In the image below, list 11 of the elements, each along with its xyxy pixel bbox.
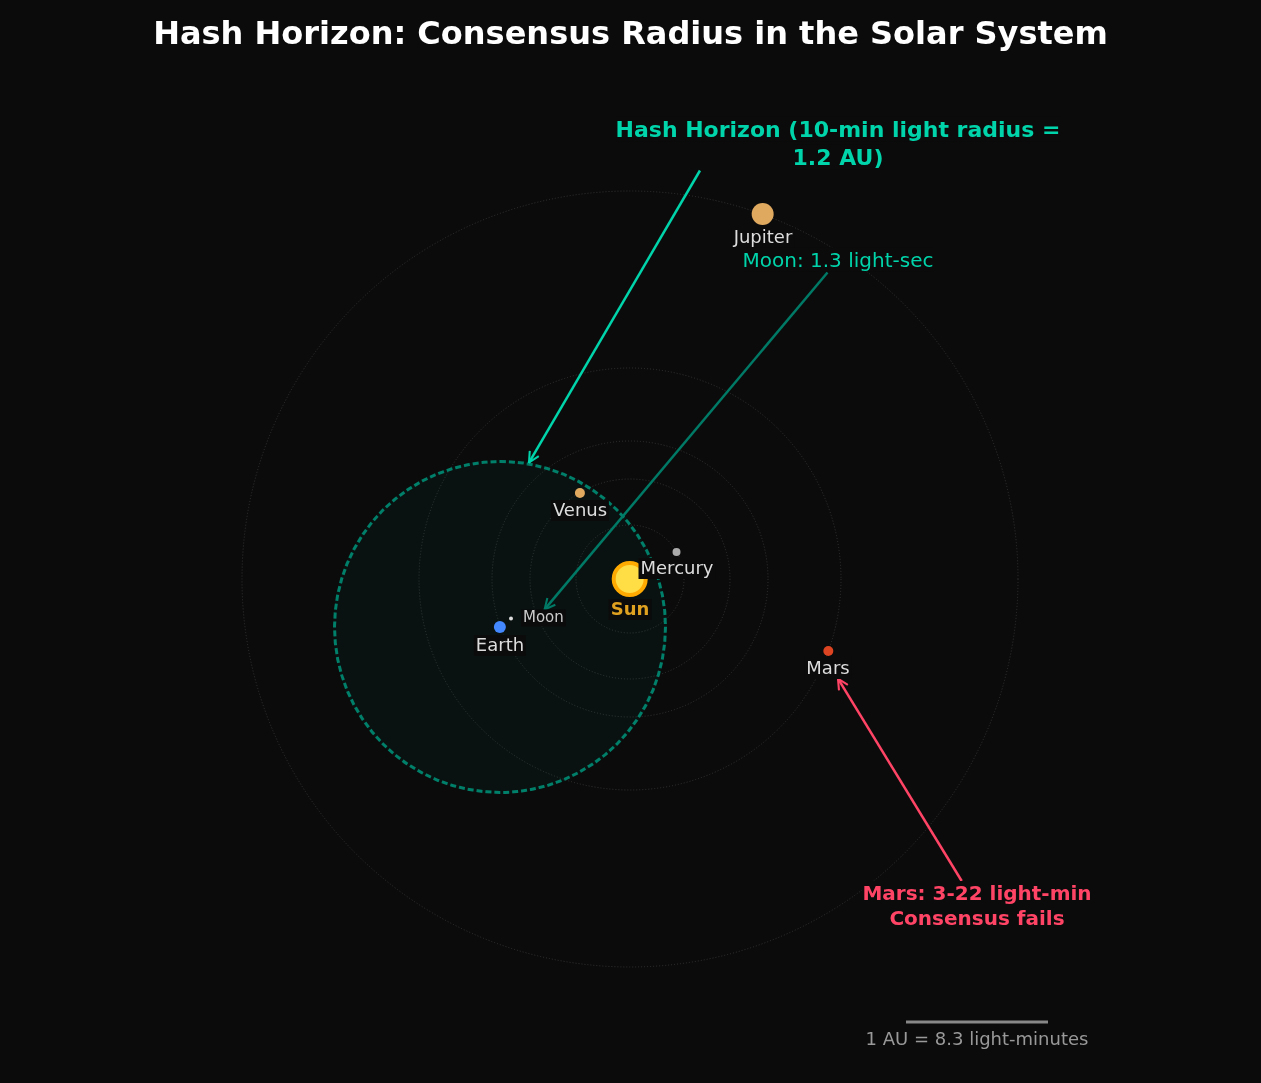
scale-label: 1 AU = 8.3 light-minutes [865,1027,1089,1049]
diagram-title: Hash Horizon: Consensus Radius in the Solar System [152,14,1109,52]
planet-label: Earth [473,635,527,656]
planet-label: Venus [550,500,610,521]
arrow [527,169,702,464]
planet-label: Jupiter [731,227,795,248]
arrow [543,271,829,611]
planet-label: Mercury [638,558,716,579]
arrow [836,677,963,882]
planet-label: Sun [608,599,652,620]
planet-label: Moon [521,609,566,627]
